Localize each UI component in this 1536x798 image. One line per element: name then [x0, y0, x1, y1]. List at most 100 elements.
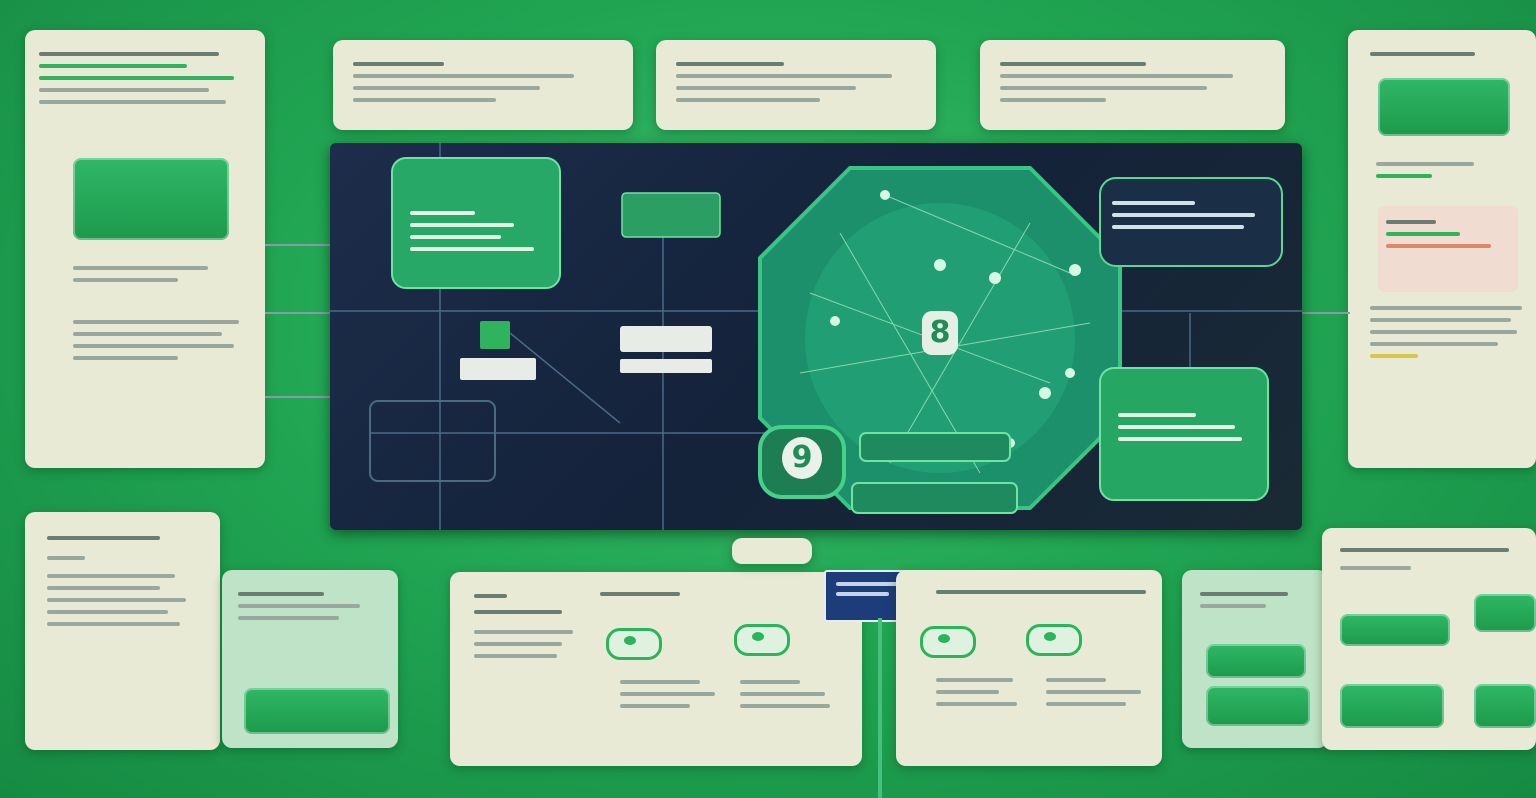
- panel-line: [1370, 318, 1511, 322]
- panel-heading-bar: [47, 536, 161, 540]
- action-button[interactable]: [244, 688, 390, 734]
- panel-line: [1370, 354, 1418, 358]
- card-title-bar: [474, 594, 507, 598]
- callout-text: [410, 203, 540, 259]
- panel-line: [39, 100, 226, 104]
- panel-line: [47, 622, 180, 626]
- card-line: [474, 610, 562, 614]
- note-box: [1378, 206, 1518, 292]
- card-line: [936, 702, 1017, 706]
- card-line: [740, 680, 800, 684]
- panel-line: [73, 278, 178, 282]
- panel-line: [39, 88, 209, 92]
- card-line: [1046, 702, 1126, 706]
- callout-text: [1112, 193, 1262, 237]
- tag-label: [732, 538, 812, 564]
- panel-line: [238, 604, 361, 608]
- panel-line: [1200, 592, 1288, 596]
- action-button[interactable]: [1206, 644, 1306, 678]
- info-panel-top-left: [25, 30, 265, 468]
- toggle-icon[interactable]: [920, 626, 976, 658]
- primary-action-button[interactable]: [1378, 78, 1510, 136]
- panel-heading-bar: [1340, 548, 1510, 552]
- connector-line: [265, 396, 331, 398]
- action-button[interactable]: [1474, 594, 1536, 632]
- panel-line: [73, 320, 240, 324]
- panel-line: [1370, 342, 1498, 346]
- card-line: [676, 98, 820, 102]
- panel-line: [1370, 330, 1518, 334]
- note-line: [1386, 244, 1492, 248]
- card-title-bar: [676, 62, 784, 66]
- card-line: [1046, 690, 1141, 694]
- card-title-bar: [1000, 62, 1146, 66]
- card-line: [620, 704, 690, 708]
- card-line: [620, 692, 715, 696]
- action-button[interactable]: [1206, 686, 1310, 726]
- network-dashboard: 8 9: [330, 143, 1302, 530]
- panel-line: [238, 616, 339, 620]
- card-line: [1046, 678, 1106, 682]
- panel-line: [47, 610, 168, 614]
- panel-heading-bar: [39, 52, 220, 56]
- connector-line: [265, 312, 331, 314]
- connector-line: [265, 244, 331, 246]
- card-line: [353, 98, 496, 102]
- panel-line: [1340, 566, 1412, 570]
- toggle-icon[interactable]: [606, 628, 662, 660]
- info-panel-bottom-right: [1182, 570, 1328, 748]
- callout-text: [1118, 405, 1248, 449]
- panel-line: [1376, 162, 1474, 166]
- card-line: [676, 86, 856, 90]
- panel-line: [47, 556, 85, 560]
- card-line: [353, 86, 541, 90]
- action-button[interactable]: [1340, 684, 1444, 728]
- toggle-icon[interactable]: [1026, 624, 1082, 656]
- card-line: [740, 704, 830, 708]
- panel-line: [1376, 174, 1432, 178]
- action-button[interactable]: [1340, 614, 1450, 646]
- toggle-icon[interactable]: [734, 624, 790, 656]
- card-line: [936, 690, 999, 694]
- callout-card-2: [656, 40, 936, 130]
- card-line: [1000, 86, 1207, 90]
- card-line: [676, 74, 892, 78]
- callout-card-3: [980, 40, 1285, 130]
- card-title-bar: [936, 590, 1146, 594]
- panel-line: [73, 344, 234, 348]
- note-line: [1386, 220, 1436, 224]
- card-line: [620, 680, 700, 684]
- panel-line: [39, 64, 188, 68]
- card-line: [1000, 98, 1106, 102]
- lock-keyhole-icon: 9: [782, 437, 822, 479]
- connector-line: [1300, 312, 1350, 314]
- panel-heading-bar: [1370, 52, 1475, 56]
- info-panel-top-right: [1348, 30, 1536, 468]
- callout-card-1: [333, 40, 633, 130]
- card-line: [474, 654, 557, 658]
- lock-shield-icon[interactable]: 9: [758, 425, 846, 499]
- panel-line: [73, 356, 178, 360]
- connector-line: [878, 618, 882, 798]
- highlight-block[interactable]: [73, 158, 229, 240]
- panel-line: [47, 574, 176, 578]
- panel-line: [1370, 306, 1522, 310]
- feature-card-left: [450, 572, 862, 766]
- card-line: [474, 630, 573, 634]
- panel-line: [47, 598, 186, 602]
- panel-line: [238, 592, 325, 596]
- action-button[interactable]: [1474, 684, 1536, 728]
- note-line: [1386, 232, 1461, 236]
- feature-card-right: [896, 570, 1162, 766]
- card-line: [1000, 74, 1234, 78]
- card-line: [353, 74, 574, 78]
- panel-line: [39, 76, 235, 80]
- panel-line: [1200, 604, 1266, 608]
- info-panel-bottom-right-2: [1322, 528, 1536, 750]
- panel-line: [73, 266, 208, 270]
- card-title-bar: [600, 592, 680, 596]
- info-panel-bottom-left: [25, 512, 220, 750]
- panel-line: [73, 332, 222, 336]
- card-title-bar: [353, 62, 444, 66]
- panel-line: [47, 586, 161, 590]
